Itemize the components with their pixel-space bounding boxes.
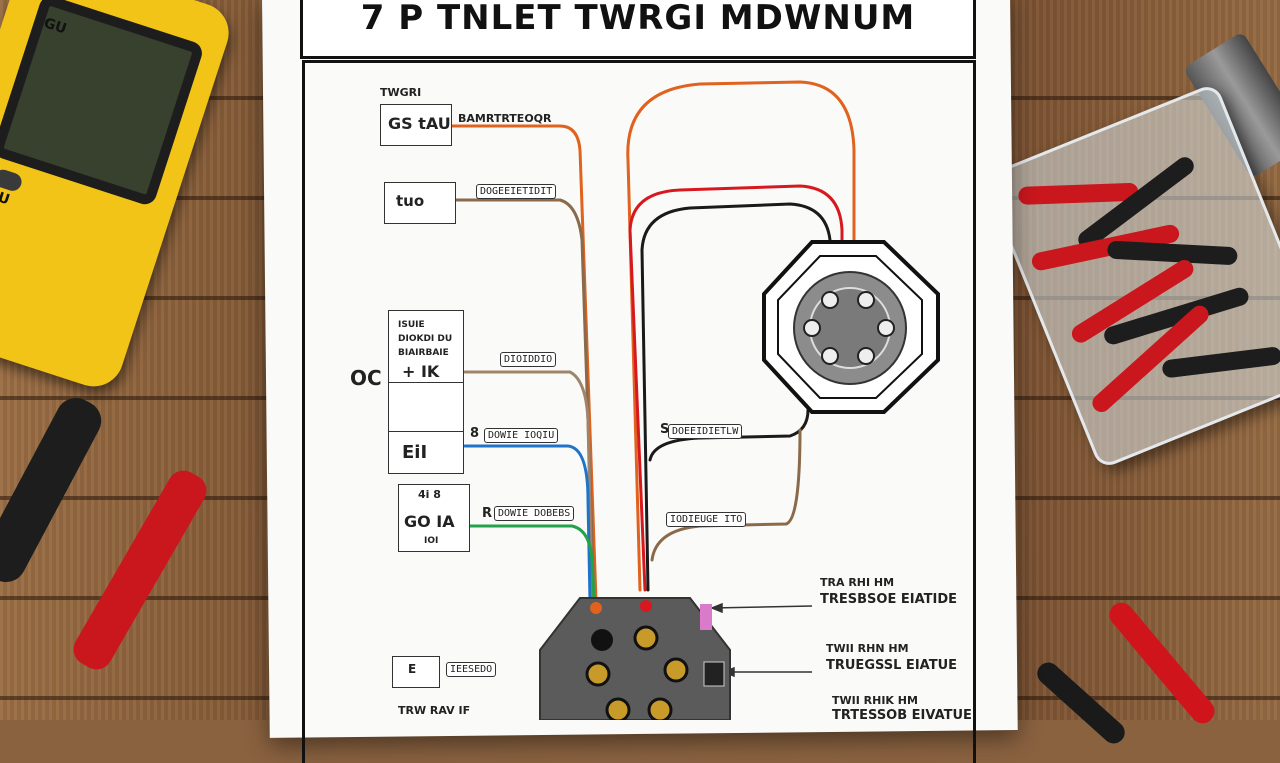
wire-tag-b: DOWIE IOQIU bbox=[484, 428, 559, 443]
box5-top: 4i 8 bbox=[418, 488, 441, 501]
mark-8: 8 bbox=[470, 426, 480, 441]
bottom-wire-tag: IEESEDO bbox=[446, 662, 497, 677]
orange-wire bbox=[450, 124, 598, 602]
diagram-frame bbox=[302, 60, 976, 763]
wire-tag-2: DOGEEIETIDIT bbox=[476, 184, 557, 199]
bottom-left-label: TRW RAV IF bbox=[398, 704, 471, 717]
component-box-1-text: GS tAU bbox=[388, 114, 451, 133]
wire-tag-c: DOWIE DOBEBS bbox=[494, 506, 575, 521]
black-wire bbox=[640, 202, 832, 592]
callout-leader bbox=[711, 605, 813, 609]
bottom-box-text: E bbox=[408, 662, 417, 676]
title-frame: 7 P TNLET TWRGI MDWNUM bbox=[300, 0, 976, 59]
component-box-2 bbox=[384, 182, 456, 224]
component-box-5 bbox=[398, 484, 470, 552]
wire-tag-a: DIOIDDIO bbox=[500, 352, 557, 367]
connector-icon bbox=[539, 597, 731, 720]
wire-tag-e: IODIEUGE ITO bbox=[666, 512, 747, 527]
mark-r: R bbox=[482, 506, 493, 521]
diagram-title: 7 P TNLET TWRGI MDWNUM bbox=[360, 0, 916, 38]
block-symbol-2: EiI bbox=[402, 442, 428, 463]
section-label: TWGRI bbox=[380, 86, 422, 99]
arrow-head bbox=[709, 602, 723, 614]
box5-symbol: GO IA bbox=[404, 512, 455, 531]
component-box-2-text: tuo bbox=[396, 192, 425, 210]
component-block-divider bbox=[388, 382, 464, 432]
orange-wire-loop bbox=[626, 80, 856, 592]
green-wire bbox=[468, 524, 596, 602]
black-wire-2 bbox=[648, 408, 810, 462]
block-line-1: ISUIE bbox=[398, 320, 425, 330]
brown-wire bbox=[450, 198, 596, 602]
seven-pin-socket bbox=[762, 240, 940, 414]
wire-tag-d: DOEEIDIETLW bbox=[668, 424, 743, 439]
callout-2-line1: TWII RHN HM bbox=[826, 642, 909, 655]
tan-wire bbox=[463, 370, 594, 602]
box5-bottom: IOI bbox=[424, 536, 439, 546]
block-symbol: + IK bbox=[402, 362, 440, 381]
blue-wire bbox=[463, 444, 592, 602]
side-mark: OC bbox=[350, 366, 382, 390]
callout-1-line2: TRESBSOE EIATIDE bbox=[820, 592, 957, 607]
block-line-3: BIAIRBAIE bbox=[398, 348, 449, 358]
wiring-lines bbox=[450, 80, 940, 720]
callout-1-line1: TRA RHI HM bbox=[820, 576, 895, 589]
component-box-1-label: BAMRTRTEOQR bbox=[458, 112, 552, 125]
callout-3-line2: TRTESSOB EIVATUE bbox=[832, 708, 972, 723]
brown-wire-2 bbox=[650, 428, 802, 562]
callout-2-line2: TRUEGSSL EIATUE bbox=[826, 658, 958, 673]
component-box-1 bbox=[380, 104, 452, 146]
red-wire bbox=[628, 184, 844, 592]
block-line-2: DIOKDI DU bbox=[398, 334, 453, 344]
callout-3-line1: TWII RHIK HM bbox=[832, 694, 918, 707]
mark-s: S bbox=[660, 422, 670, 437]
component-box-bottom bbox=[392, 656, 440, 688]
